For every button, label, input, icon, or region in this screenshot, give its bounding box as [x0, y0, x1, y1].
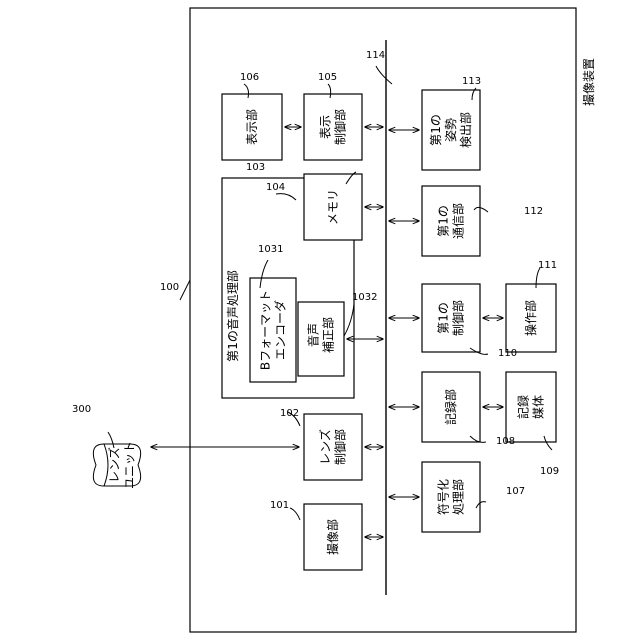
svg-text:レンズ: レンズ [107, 447, 122, 483]
block-1031-label: Bフォーマットエンコーダ [259, 290, 288, 370]
ref-110: 110 [498, 348, 517, 359]
block-104-label: メモリ [326, 189, 340, 225]
ref-101: 101 [270, 500, 289, 511]
ref-112: 112 [524, 206, 543, 217]
svg-text:表示: 表示 [319, 115, 333, 139]
ref-100: 100 [160, 282, 179, 293]
svg-text:記録: 記録 [516, 395, 531, 419]
lens-unit-label: レンズユニット [107, 441, 137, 489]
svg-text:第1の: 第1の [437, 302, 451, 334]
svg-text:撮像部: 撮像部 [325, 519, 340, 555]
svg-text:第1の音声処理部: 第1の音声処理部 [225, 270, 240, 362]
block-108-label: 記録部 [443, 389, 458, 425]
ref-113: 113 [462, 76, 481, 87]
svg-text:検出部: 検出部 [458, 112, 473, 148]
device-title: 撮像装置 [582, 58, 596, 106]
block-101-label: 撮像部 [325, 519, 340, 555]
ref-114: 114 [366, 50, 385, 61]
ref-300: 300 [72, 404, 91, 415]
ref-1032: 1032 [352, 292, 377, 303]
ref-103: 103 [246, 162, 265, 173]
svg-text:符号化: 符号化 [436, 479, 451, 515]
svg-text:処理部: 処理部 [451, 479, 466, 515]
ref-108: 108 [496, 436, 515, 447]
ref-109: 109 [540, 466, 559, 477]
svg-text:レンズ: レンズ [318, 429, 333, 465]
block-106-label: 表示部 [244, 109, 259, 145]
ref-104: 104 [266, 182, 285, 193]
svg-text:表示部: 表示部 [244, 109, 259, 145]
block-111-label: 操作部 [523, 300, 538, 336]
svg-text:メモリ: メモリ [326, 189, 340, 225]
ref-107: 107 [506, 486, 525, 497]
svg-text:音声: 音声 [306, 323, 321, 347]
leader-100 [180, 280, 190, 300]
ref-106: 106 [240, 72, 259, 83]
svg-text:通信部: 通信部 [451, 203, 466, 239]
svg-text:エンコーダ: エンコーダ [273, 300, 288, 360]
ref-102: 102 [280, 408, 299, 419]
ref-111: 111 [538, 260, 557, 271]
svg-text:制御部: 制御部 [451, 300, 466, 336]
svg-text:制御部: 制御部 [333, 429, 348, 465]
svg-text:第1の: 第1の [437, 205, 451, 237]
svg-text:姿勢: 姿勢 [443, 118, 458, 142]
svg-text:補正部: 補正部 [321, 317, 336, 353]
svg-text:第1の: 第1の [429, 114, 443, 146]
svg-text:媒体: 媒体 [532, 395, 546, 419]
block-103-label: 第1の音声処理部 [225, 270, 240, 362]
ref-105: 105 [318, 72, 337, 83]
block-112-label: 第1の通信部 [437, 203, 466, 239]
ref-1031: 1031 [258, 244, 283, 255]
leader-300 [108, 432, 114, 448]
svg-text:撮像装置: 撮像装置 [582, 58, 596, 106]
svg-text:操作部: 操作部 [523, 300, 538, 336]
svg-text:Bフォーマット: Bフォーマット [259, 290, 273, 370]
block-110-label: 第1の制御部 [437, 300, 466, 336]
svg-text:記録部: 記録部 [443, 389, 458, 425]
svg-text:ユニット: ユニット [123, 441, 137, 489]
svg-text:制御部: 制御部 [333, 109, 348, 145]
